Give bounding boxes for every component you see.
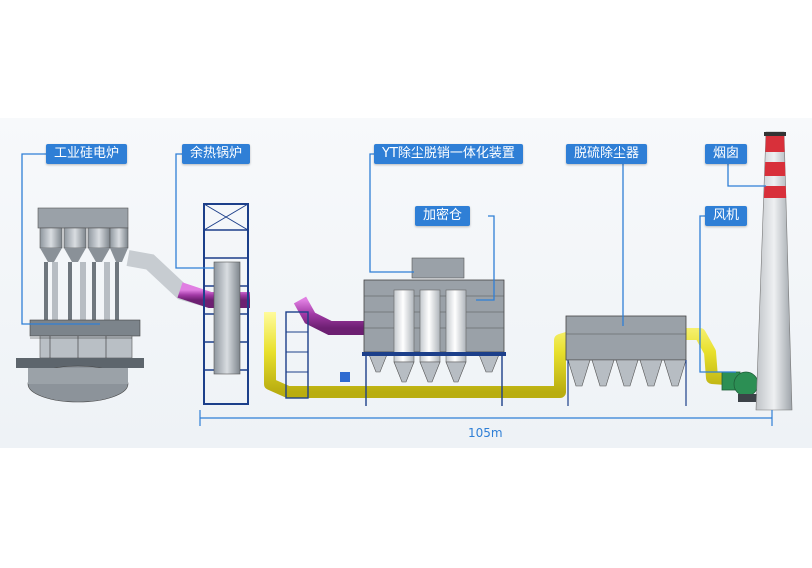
label-sealed-bin: 加密仓	[415, 206, 471, 226]
chimney	[755, 131, 793, 411]
label-furnace: 工业硅电炉	[46, 144, 128, 164]
waste-heat-boiler	[203, 203, 249, 405]
induced-draft-fan	[721, 371, 759, 402]
yt-integrated-unit	[340, 257, 506, 406]
desulfurization-dust-collector	[565, 315, 687, 406]
label-desulfurization: 脱硫除尘器	[566, 144, 648, 164]
dimension-line	[199, 410, 773, 426]
label-yt-unit: YT除尘脱销一体化装置	[374, 144, 523, 164]
dimension-total-length: 105m	[468, 426, 503, 440]
label-fan: 风机	[705, 206, 748, 226]
electric-furnace	[16, 207, 144, 403]
label-boiler: 余热锅炉	[182, 144, 251, 164]
stair-tower	[285, 311, 309, 399]
leader-lines	[21, 153, 766, 373]
label-chimney: 烟囱	[705, 144, 748, 164]
